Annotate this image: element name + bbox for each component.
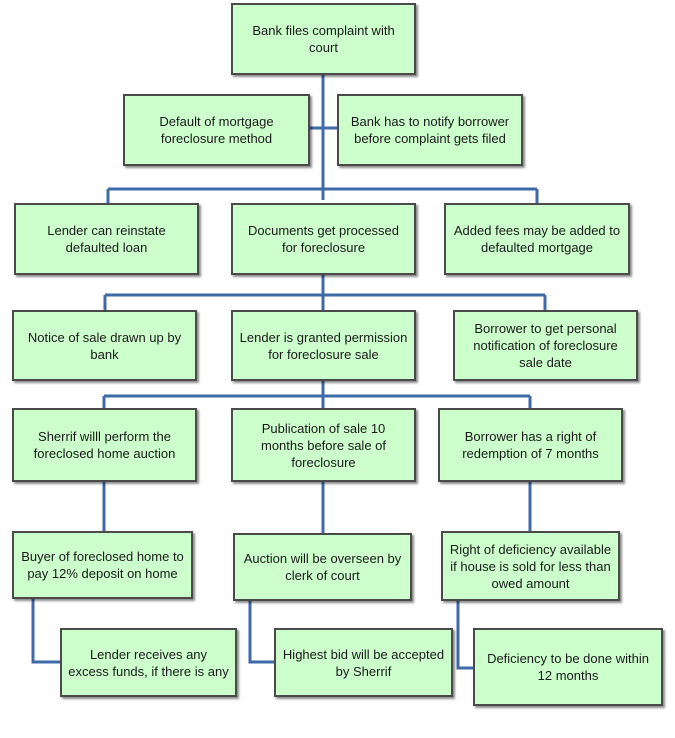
- node-label: Right of deficiency available if house i…: [449, 541, 612, 591]
- node-label: Lender can reinstate defaulted loan: [47, 223, 166, 255]
- node-label: Publication of sale 10 months before sal…: [260, 420, 387, 470]
- node-label: Lender is granted permission for foreclo…: [239, 329, 408, 362]
- node-default-method: Default of mortgage foreclosure method: [123, 94, 310, 166]
- node-label: Borrower has a right of redemption of 7 …: [462, 429, 599, 461]
- node-deficiency-timeframe: Deficiency to be done within 12 months: [473, 628, 663, 706]
- node-label: Buyer of foreclosed home to pay 12% depo…: [21, 549, 184, 581]
- node-label: Auction will be overseen by clerk of cou…: [243, 551, 402, 583]
- node-right-of-deficiency: Right of deficiency available if house i…: [441, 531, 620, 601]
- node-reinstate-loan: Lender can reinstate defaulted loan: [14, 203, 199, 275]
- node-permission-granted: Lender is granted permission for foreclo…: [231, 310, 416, 381]
- node-label: Borrower to get personal notification of…: [473, 321, 618, 370]
- node-label: Documents get processed for foreclosure: [247, 223, 400, 255]
- node-notice-of-sale: Notice of sale drawn up by bank: [12, 310, 197, 381]
- node-label: Lender receives any excess funds, if the…: [68, 646, 229, 679]
- node-highest-bid: Highest bid will be accepted by Sherrif: [274, 628, 453, 697]
- node-added-fees: Added fees may be added to defaulted mor…: [444, 203, 630, 275]
- node-buyer-deposit: Buyer of foreclosed home to pay 12% depo…: [12, 531, 193, 599]
- node-label: Bank files complaint with court: [252, 23, 395, 55]
- node-notify-borrower: Bank has to notify borrower before compl…: [337, 94, 523, 166]
- node-personal-notification: Borrower to get personal notification of…: [453, 310, 638, 381]
- node-documents-processed: Documents get processed for foreclosure: [231, 203, 416, 275]
- node-label: Notice of sale drawn up by bank: [27, 329, 182, 362]
- node-label: Highest bid will be accepted by Sherrif: [282, 646, 445, 679]
- node-excess-funds: Lender receives any excess funds, if the…: [60, 628, 237, 697]
- node-label: Deficiency to be done within 12 months: [487, 651, 649, 683]
- node-bank-files-complaint: Bank files complaint with court: [231, 3, 416, 75]
- connector-buyer-to-excess: [31, 599, 60, 664]
- node-label: Added fees may be added to defaulted mor…: [453, 223, 621, 255]
- node-sherrif-auction: Sherrif willl perform the foreclosed hom…: [12, 408, 197, 482]
- connector-deficiency-to-time: [456, 601, 473, 670]
- node-publication-of-sale: Publication of sale 10 months before sal…: [231, 408, 416, 482]
- node-label: Default of mortgage foreclosure method: [159, 114, 274, 146]
- connector-overseen-to-bid: [248, 601, 274, 664]
- node-right-of-redemption: Borrower has a right of redemption of 7 …: [438, 408, 623, 482]
- node-label: Bank has to notify borrower before compl…: [350, 114, 510, 146]
- node-clerk-oversees-auction: Auction will be overseen by clerk of cou…: [233, 533, 412, 601]
- node-label: Sherrif willl perform the foreclosed hom…: [33, 429, 176, 461]
